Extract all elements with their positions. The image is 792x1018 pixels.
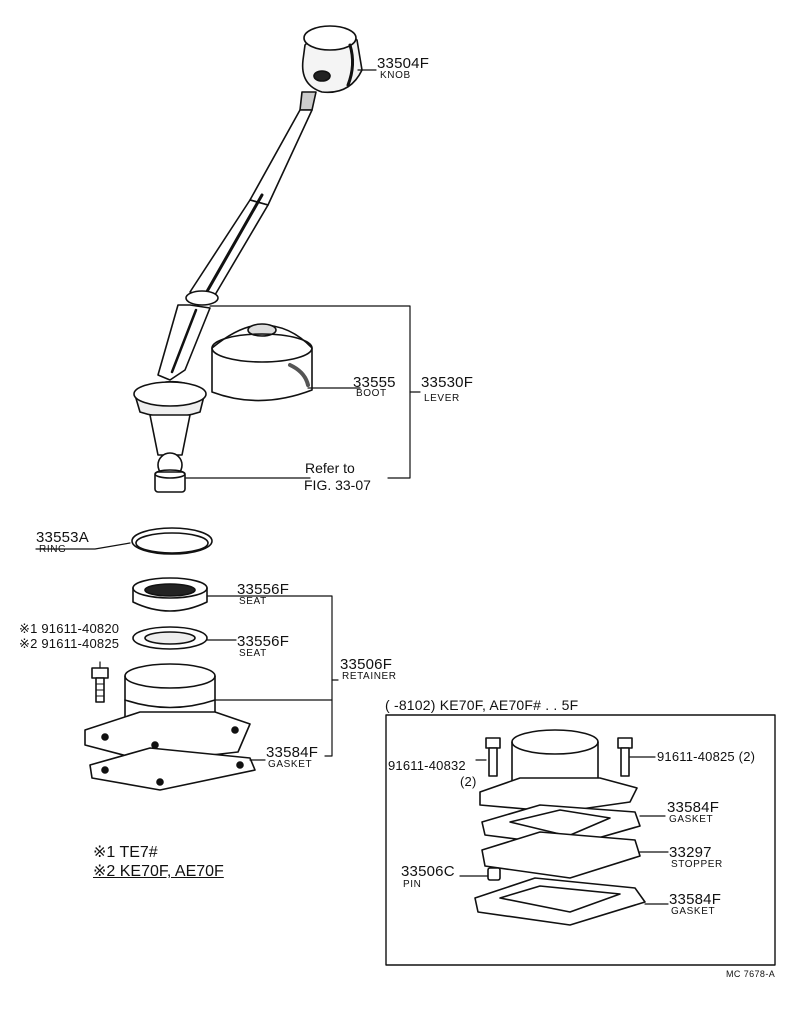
refer-line-2: FIG. 33-07 bbox=[304, 477, 371, 493]
knob-part-name: KNOB bbox=[380, 70, 411, 81]
leader-lines bbox=[35, 69, 421, 761]
retainer-part-number: 33506F bbox=[340, 656, 393, 673]
ring-part-name: RING bbox=[39, 544, 67, 555]
inset-bolts-illustration bbox=[485, 737, 633, 777]
seat-lower-part-name: SEAT bbox=[239, 648, 267, 659]
inset-gasket-bottom-name: GASKET bbox=[671, 906, 716, 917]
lever-part-name: LEVER bbox=[424, 393, 460, 404]
gasket-part-number: 33584F bbox=[266, 744, 319, 761]
inset-gasket-bottom-number: 33584F bbox=[669, 891, 722, 908]
seat-upper-illustration bbox=[132, 577, 208, 612]
knob-illustration bbox=[301, 25, 363, 94]
seat-lower-part-number: 33556F bbox=[237, 633, 290, 650]
knob-part-number: 33504F bbox=[377, 55, 430, 72]
inset-pin-number: 33506C bbox=[401, 863, 455, 880]
boot-illustration bbox=[211, 323, 313, 402]
gasket-illustration bbox=[89, 747, 256, 791]
inset-pin-name: PIN bbox=[403, 879, 422, 890]
bolt-note-1: ※1 91611-40820 bbox=[19, 621, 120, 636]
lever-part-number: 33530F bbox=[421, 374, 474, 391]
seat-lower-illustration bbox=[132, 626, 208, 650]
bolt-illustration bbox=[91, 667, 109, 703]
inset-leader-lines bbox=[459, 756, 669, 905]
bolt-note-2: ※2 91611-40825 bbox=[19, 636, 120, 651]
seat-upper-part-name: SEAT bbox=[239, 596, 267, 607]
retainer-part-name: RETAINER bbox=[342, 671, 397, 682]
inset-gasket-top-name: GASKET bbox=[669, 814, 714, 825]
inset-stopper-illustration bbox=[481, 831, 641, 879]
ring-part-number: 33553A bbox=[36, 529, 89, 546]
inset-frame bbox=[385, 714, 776, 966]
boot-part-name: BOOT bbox=[356, 388, 387, 399]
inset-bolt-left-qty: (2) bbox=[460, 774, 477, 789]
retainer-illustration bbox=[84, 663, 251, 763]
seat-upper-part-number: 33556F bbox=[237, 581, 290, 598]
inset-gasket-top-number: 33584F bbox=[667, 799, 720, 816]
inset-gasket-top-illustration bbox=[481, 804, 641, 847]
inset-bolt-right-number: 91611-40825 (2) bbox=[657, 749, 756, 764]
note-1: ※1 TE7# bbox=[93, 844, 158, 861]
inset-header: ( -8102) KE70F, AE70F# . . 5F bbox=[385, 697, 579, 713]
lever-shaft-illustration bbox=[133, 91, 317, 493]
inset-retainer-illustration bbox=[479, 729, 638, 813]
ring-illustration bbox=[131, 527, 213, 555]
inset-stopper-name: STOPPER bbox=[671, 859, 723, 870]
inset-bolt-left-number: 91611-40832 bbox=[388, 758, 466, 773]
boot-part-number: 33555 bbox=[353, 374, 396, 391]
note-2: ※2 KE70F, AE70F bbox=[93, 863, 224, 880]
gasket-part-name: GASKET bbox=[268, 759, 313, 770]
diagram-code: MC 7678-A bbox=[726, 969, 776, 979]
inset-gasket-bottom-illustration bbox=[474, 877, 646, 926]
inset-stopper-number: 33297 bbox=[669, 844, 712, 861]
refer-line-1: Refer to bbox=[305, 460, 355, 476]
